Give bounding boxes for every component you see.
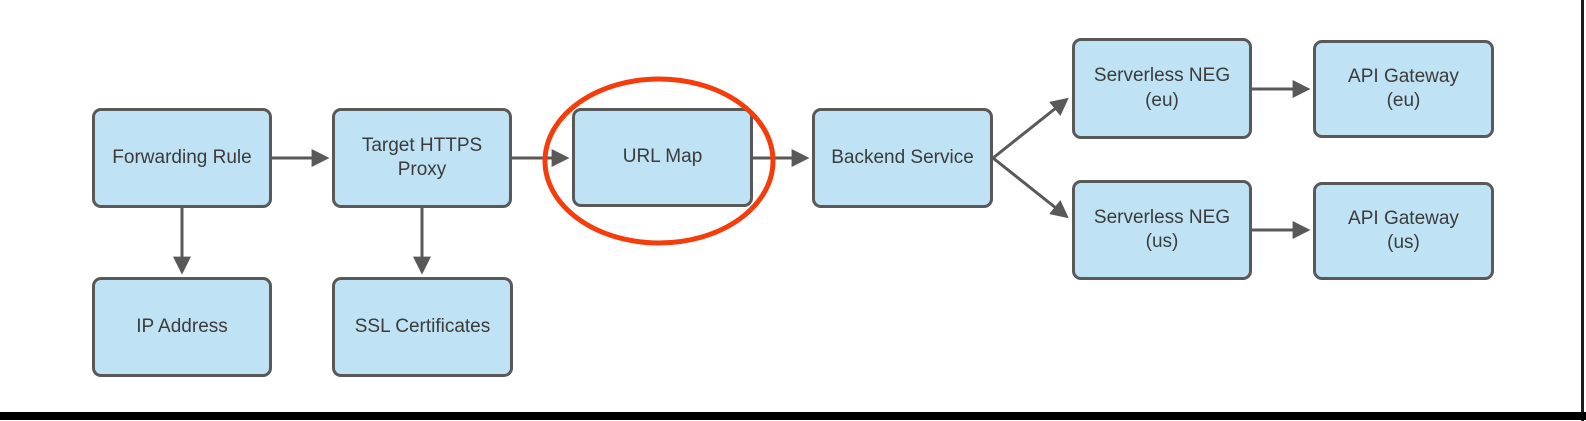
node-label: Forwarding Rule	[112, 146, 252, 168]
node-label: API Gateway (us)	[1348, 207, 1459, 253]
node-label: Target HTTPS Proxy	[361, 134, 483, 180]
node-backend-service: Backend Service	[812, 108, 993, 208]
node-label: Backend Service	[831, 146, 974, 168]
arrow-backend-service-to-serverless-neg-eu	[992, 97, 1069, 160]
node-label: IP Address	[136, 315, 228, 337]
window-bottom-border	[0, 412, 1586, 420]
window-right-border	[1581, 0, 1584, 421]
node-ip-address: IP Address	[92, 277, 272, 377]
node-label: SSL Certificates	[354, 315, 491, 337]
node-serverless-neg-us: Serverless NEG (us)	[1072, 180, 1252, 280]
node-url-map: URL Map	[572, 108, 753, 207]
node-label: API Gateway (eu)	[1348, 65, 1459, 111]
node-ssl-certificates: SSL Certificates	[332, 277, 513, 377]
node-serverless-neg-eu: Serverless NEG (eu)	[1072, 38, 1252, 139]
arrow-backend-service-to-serverless-neg-us	[992, 156, 1069, 219]
node-label: Serverless NEG (us)	[1093, 206, 1231, 252]
node-api-gateway-eu: API Gateway (eu)	[1313, 40, 1494, 138]
node-label: URL Map	[622, 146, 703, 168]
node-api-gateway-us: API Gateway (us)	[1313, 182, 1494, 280]
node-label: Serverless NEG (eu)	[1093, 65, 1231, 111]
node-forwarding-rule: Forwarding Rule	[92, 108, 272, 208]
node-target-https-proxy: Target HTTPS Proxy	[332, 108, 512, 208]
